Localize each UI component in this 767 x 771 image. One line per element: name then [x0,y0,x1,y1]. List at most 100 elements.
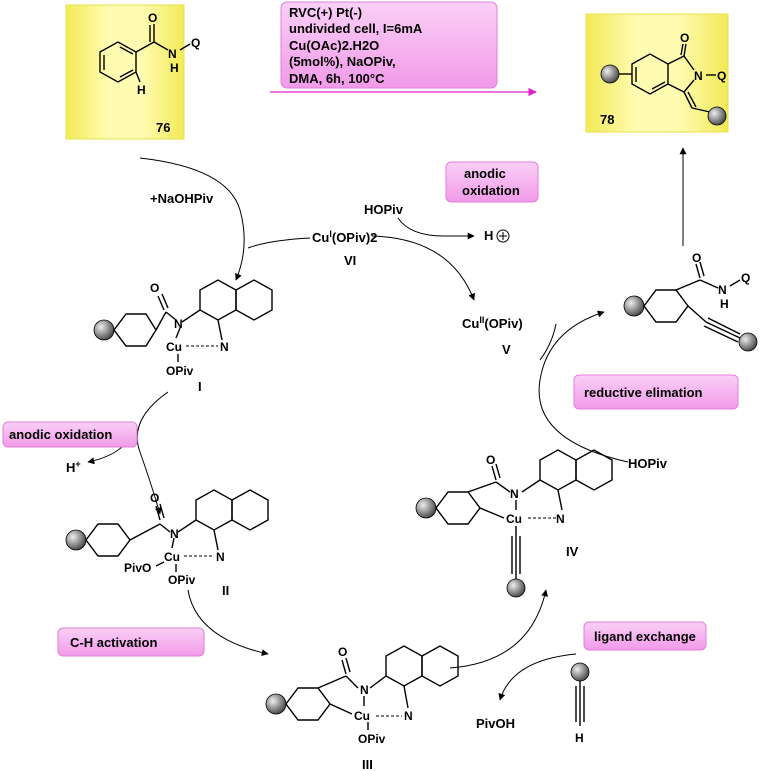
label-ligand-exchange [583,621,707,651]
roman-IV: IV [566,544,579,559]
sphere-alkyne-right [738,332,758,352]
starting-material-box [65,4,185,140]
atom-Cu-III: Cu [354,709,370,723]
ch-activation-text: C-H activation [70,635,157,650]
compound-number-76: 76 [156,120,170,135]
roman-VI: VI [344,253,356,268]
intermediate-II: O N Cu N PivO OPiv II [65,489,269,598]
atom-Nq-I: N [220,340,229,354]
quinoline-ring-b-IV [575,449,613,491]
anodic-oxidation-left-text: anodic oxidation [9,427,112,442]
quinoline-ring-b-III [421,645,459,687]
quinoline-ring-a-II [195,489,233,531]
atom-PivO-II: PivO [124,561,151,575]
anodic-oxidation-top-line1: anodic [464,166,506,181]
label-anodic-oxidation-left [2,421,138,448]
label-ch-activation [57,627,205,657]
conditions-line-1: RVC(+) Pt(-) [289,5,362,20]
roman-III: III [362,757,373,771]
atom-N-III: N [360,683,369,697]
atom-N-IV: N [510,487,519,501]
product-q-group: Q [717,69,726,83]
atom-N-I: N [174,317,183,331]
benzamide-ring [643,289,689,323]
aryl-ring-I [113,313,157,347]
atom-OPiv-I: OPiv [166,364,194,378]
conditions-line-5: DMA, 6h, 100°C [289,71,385,86]
intermediate-III: O N Cu N OPiv III [265,645,459,771]
quinoline-ring-a-III [385,645,423,687]
atom-O-benzamide: O [692,251,701,265]
sphere-IV-alkyne [506,578,526,598]
aryl-ring-III [285,687,331,721]
atom-O-IV: O [486,453,495,467]
atom-Cu-I: Cu [166,340,182,354]
alkyne-hydrogen: H [575,731,584,745]
arc-hopiv-to-h [397,217,445,237]
atom-H-benzamide: H [720,297,729,311]
arc-76-to-I [139,157,245,281]
product-sphere-left [600,64,620,84]
roman-II: II [222,583,229,598]
amide-hydrogen: H [170,61,179,75]
atom-Cu-II: Cu [164,550,180,564]
arc-vi-join [247,237,311,249]
product-78: O N Q 78 [585,13,729,133]
atom-O-II: O [150,491,159,505]
sphere-IV [415,497,437,519]
hopiv-right: HOPiv [628,456,668,471]
atom-Q-benzamide: Q [741,271,750,285]
compound-number-78: 78 [600,112,614,127]
reaction-conditions: RVC(+) Pt(-) undivided cell, I=6mA Cu(OA… [280,1,498,89]
amide-nitrogen: N [168,47,177,61]
quinoline-ring-b-II [231,489,269,531]
ligand-exchange-text: ligand exchange [594,629,696,644]
anodic-oxidation-top-line2: oxidation [462,183,520,198]
arc-II-to-III [187,589,269,657]
sphere-II [65,529,87,551]
sphere-III [265,693,287,715]
arc-IV-to-product [538,310,629,463]
arc-to-v [539,323,557,361]
intermediate-IV: O N Cu N IV [415,449,613,598]
naohpiv: +NaOHPiv [150,191,214,206]
conditions-box [280,1,498,89]
label-reductive-elimination [573,374,739,410]
label-anodic-oxidation-top [445,161,539,203]
atom-O-III: O [338,645,347,659]
cu-vi-formula: CuI(OPiv)2 [312,229,377,245]
conditions-line-4: (5mol%), NaOPiv, [289,54,396,69]
plus-circle-icon [496,229,510,243]
quinoline-ring-a-IV [539,449,577,491]
starting-material-76: O N H Q H 76 [65,4,200,140]
arc-pivoh-release [498,653,577,701]
product-nitrogen: N [694,69,703,83]
aryl-ring-II [85,523,131,557]
sphere-benzamide [623,295,645,317]
atom-O-I: O [150,281,159,295]
atom-Nq-II: N [216,550,225,564]
atom-N-II: N [170,527,179,541]
reductive-elimination-text: reductive elimation [584,385,703,400]
arc-III-to-IV [449,589,549,669]
alkynylated-benzamide: O N H Q [623,251,758,352]
conditions-line-3: Cu(OAc)2.H2O [289,38,379,53]
arc-vi-to-v [371,235,475,301]
intermediate-I: O N Cu N OPiv I [93,279,273,394]
atom-Cu-IV: Cu [506,512,522,526]
h-plus-left: H+ [66,459,81,475]
q-group: Q [191,36,200,50]
terminal-alkyne: H [570,662,590,745]
atom-Nq-III: N [404,709,413,723]
carbonyl-oxygen: O [148,11,157,25]
atom-N-benzamide: N [718,283,727,297]
pivoh: PivOH [476,716,515,731]
alkyne-sphere [570,662,590,682]
product-carbonyl-oxygen: O [680,31,689,45]
aryl-ring-IV [435,491,481,525]
quinoline-ring-a-I [199,279,237,321]
conditions-line-2: undivided cell, I=6mA [289,21,423,36]
product-sphere-right [707,106,727,126]
atom-OPiv-II: OPiv [168,573,196,587]
